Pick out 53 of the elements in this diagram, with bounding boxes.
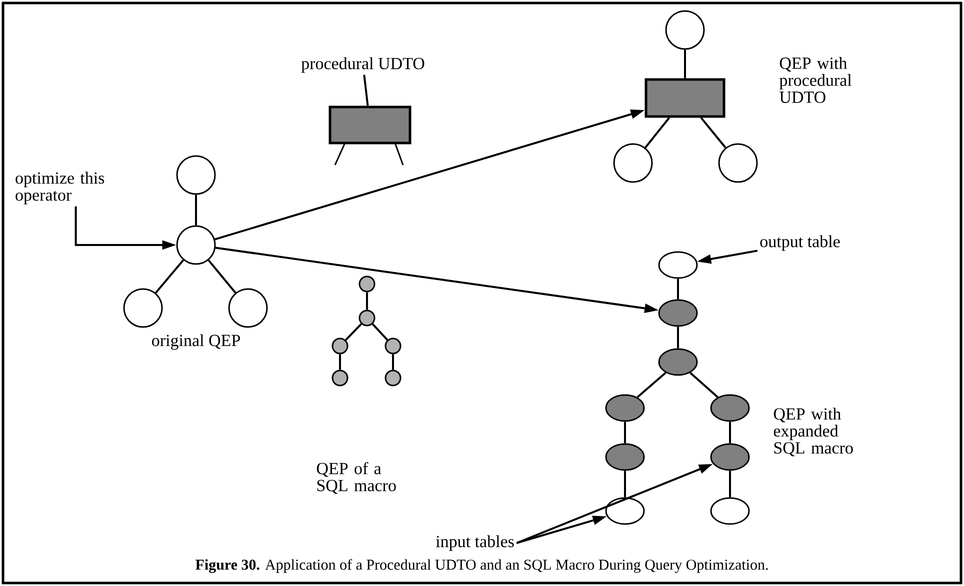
annotation-text: output table (760, 235, 840, 251)
operator-ellipse (710, 394, 750, 422)
tree-link (366, 292, 368, 310)
tree-link (195, 194, 197, 226)
tree-link (690, 372, 718, 398)
operator-ellipse (710, 443, 750, 471)
tree-link (700, 117, 726, 148)
operator-circle (718, 143, 758, 183)
tree-link (729, 470, 731, 498)
tree-link (644, 117, 670, 148)
tree-link (636, 372, 666, 398)
operator-circle (123, 288, 163, 328)
operator-circle (176, 155, 216, 195)
operator-circle (332, 370, 348, 386)
tree-link (677, 278, 679, 300)
operator-circle (384, 338, 402, 354)
tree-link (624, 470, 626, 498)
tree-caption: original QEP (152, 334, 240, 350)
operator-circle (358, 310, 376, 326)
table-ellipse (658, 251, 698, 279)
annotation-text: optimize this operator (16, 172, 104, 204)
annotation-text: procedural UDTO (301, 57, 424, 73)
operator-circle (228, 288, 268, 328)
tree-link (392, 354, 394, 370)
tree-link (372, 323, 388, 341)
operator-circle (176, 225, 216, 265)
tree-caption: QEP of a SQL macro (316, 462, 396, 494)
udto-box (644, 78, 726, 118)
figure-caption: Figure 30. Application of a Procedural UDTO and an SQL Macro During Query Optimization. (196, 559, 768, 573)
tree-link (729, 422, 731, 444)
tree-link (677, 326, 679, 348)
tree-link (208, 260, 236, 294)
tree-caption: QEP with expanded SQL macro (774, 408, 853, 456)
tree-link (339, 354, 341, 370)
tree-link (624, 422, 626, 444)
udto-box (328, 106, 412, 166)
tree-link (154, 259, 184, 294)
tree-link (684, 50, 686, 78)
operator-circle (332, 338, 348, 354)
operator-ellipse (658, 299, 698, 327)
table-ellipse (710, 497, 750, 525)
table-ellipse (605, 497, 645, 525)
operator-ellipse (658, 348, 698, 376)
operator-circle (665, 10, 705, 50)
operator-circle (358, 276, 376, 292)
operator-circle (613, 143, 653, 183)
leader-line (363, 74, 369, 106)
operator-ellipse (605, 443, 645, 471)
tree-link (345, 323, 362, 341)
tree-caption: QEP with procedural UDTO (779, 57, 852, 103)
annotation-text: input tables (436, 535, 514, 551)
operator-ellipse (605, 394, 645, 422)
operator-circle (384, 370, 402, 386)
